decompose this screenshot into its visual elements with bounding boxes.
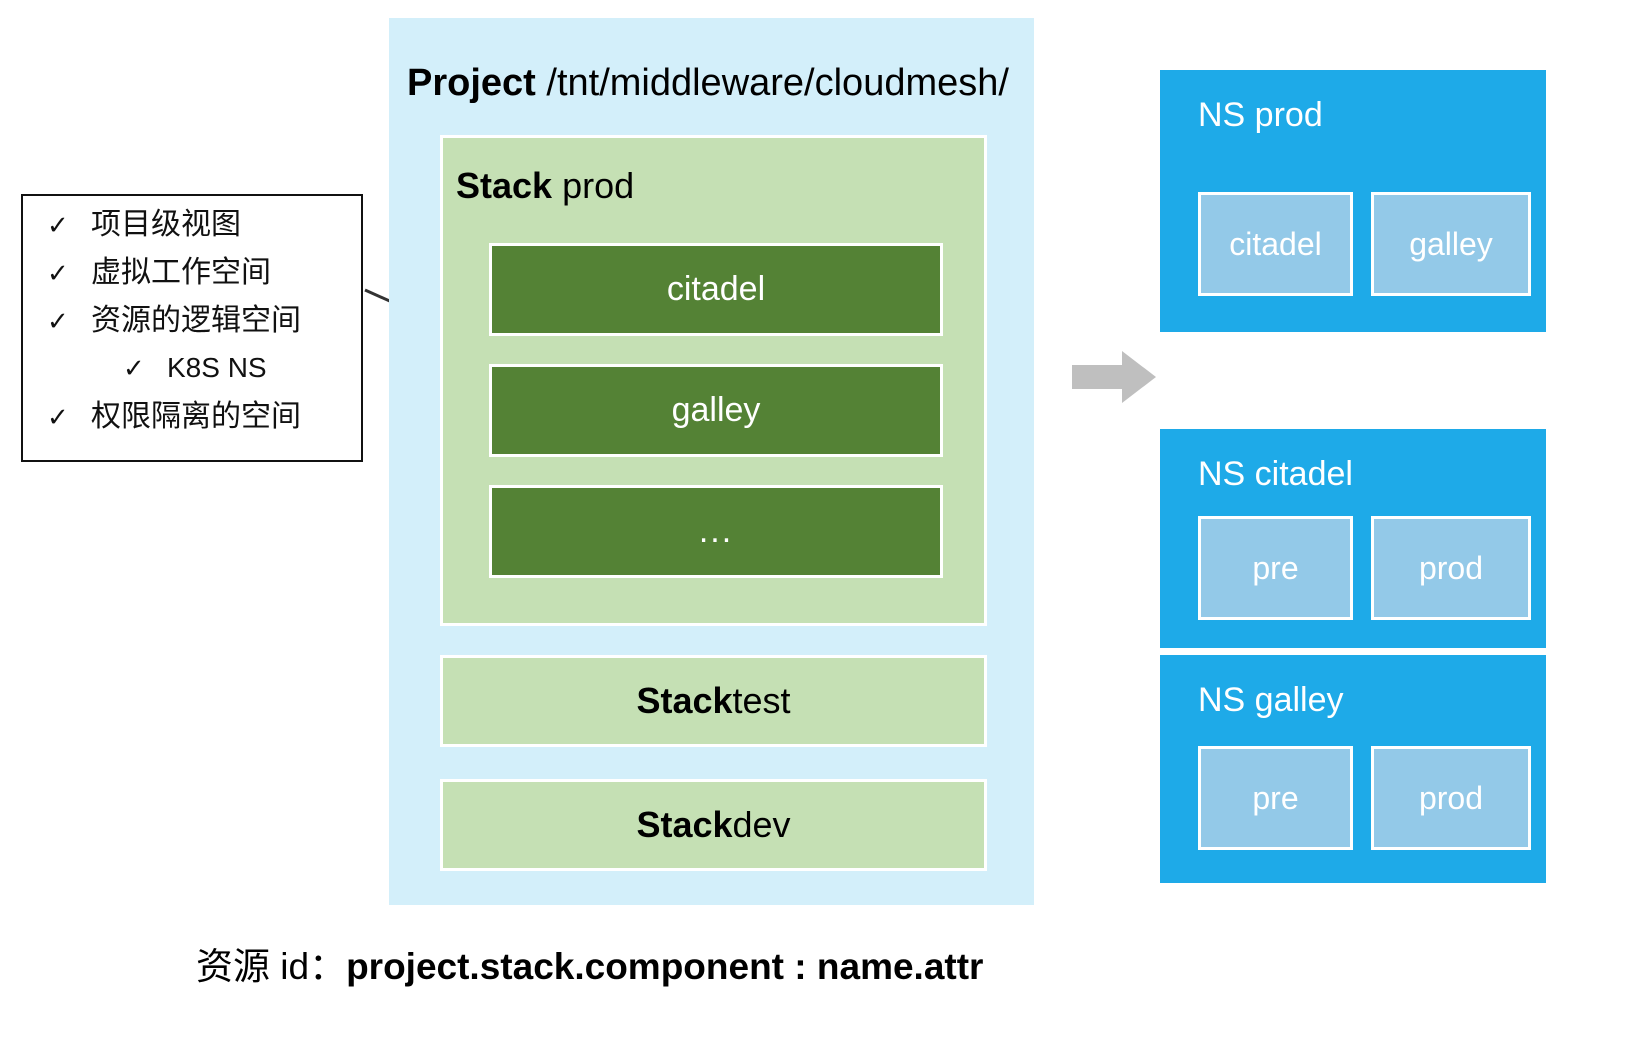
list-item-label: 权限隔离的空间 [91,400,301,433]
namespace-child: prod [1371,516,1531,620]
resource-id-value: project.stack.component : name.attr [346,946,984,987]
right-arrow-icon [1072,351,1156,403]
list-item-label: 资源的逻辑空间 [91,304,301,337]
stack-prod-title: Stack prod [456,168,634,204]
namespace-panel-galley: NS galley pre prod [1160,655,1546,883]
check-icon: ✓ [47,259,69,289]
stack-dev-bar: Stack dev [440,779,987,871]
feature-list: ✓ 项目级视图 ✓ 虚拟工作空间 ✓ 资源的逻辑空间 ✓ K8S NS ✓ 权限… [23,210,361,450]
project-keyword: Project [407,62,536,104]
component-citadel: citadel [489,243,943,336]
resource-id-caption: 资源 id：project.stack.component : name.att… [196,945,983,989]
namespace-children: citadel galley [1198,192,1531,296]
component-ellipsis: ... [489,485,943,578]
component-label: galley [671,391,761,429]
list-item: ✓ 虚拟工作空间 [23,258,361,306]
stack-keyword: Stack [456,165,553,206]
namespace-children: pre prod [1198,516,1531,620]
component-label: citadel [666,270,766,308]
feature-callout-box: ✓ 项目级视图 ✓ 虚拟工作空间 ✓ 资源的逻辑空间 ✓ K8S NS ✓ 权限… [21,194,363,462]
stack-test-bar: Stack test [440,655,987,747]
list-item: ✓ 项目级视图 [23,210,361,258]
list-item: ✓ 资源的逻辑空间 [23,306,361,354]
list-item-label: K8S NS [167,352,267,383]
stack-keyword: Stack [636,680,733,721]
check-icon: ✓ [47,211,69,241]
check-icon: ✓ [47,403,69,433]
project-title: Project /tnt/middleware/cloudmesh/ [407,64,1009,102]
project-container: Project /tnt/middleware/cloudmesh/ Stack… [389,18,1034,905]
list-item-label: 虚拟工作空间 [91,256,271,289]
namespace-child: pre [1198,516,1353,620]
stack-keyword: Stack [636,804,733,845]
stack-name: prod [562,165,635,206]
component-galley: galley [489,364,943,457]
namespace-child: pre [1198,746,1353,850]
stack-name: dev [732,804,791,845]
namespace-children: pre prod [1198,746,1531,850]
list-item: ✓ 权限隔离的空间 [23,402,361,450]
stack-prod-container: Stack prod citadel galley ... [440,135,987,626]
project-path: /tnt/middleware/cloudmesh/ [546,62,1009,104]
check-icon: ✓ [47,307,69,337]
list-item-label: 项目级视图 [91,208,241,241]
namespace-child: citadel [1198,192,1353,296]
stack-name: test [732,680,791,721]
namespace-title: NS galley [1198,681,1344,719]
namespace-child: galley [1371,192,1531,296]
namespace-child: prod [1371,746,1531,850]
namespace-panel-prod: NS prod citadel galley [1160,70,1546,332]
list-item: ✓ K8S NS [23,354,361,402]
component-label: ... [698,512,734,550]
resource-id-label: 资源 id： [196,946,347,987]
namespace-title: NS prod [1198,96,1323,134]
check-icon: ✓ [123,354,145,384]
namespace-panel-citadel: NS citadel pre prod [1160,429,1546,648]
namespace-title: NS citadel [1198,455,1353,493]
